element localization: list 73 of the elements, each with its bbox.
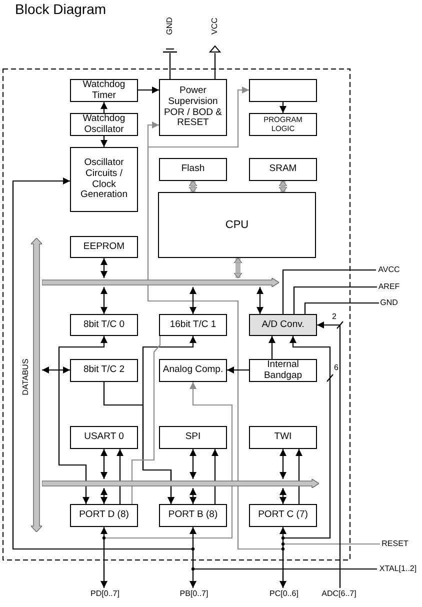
arrow [138,86,159,94]
arrow [190,449,196,479]
connector-line [304,302,379,314]
block-box: Watchdog Timer [70,79,138,102]
bus-label: DATABUS [22,358,30,396]
arrow [268,336,276,359]
block-box: Oscillator Circuits / Clock Generation [70,147,138,212]
arrow [212,449,218,504]
arrow [280,527,286,588]
arrow [282,336,334,588]
diagram-title: Block Diagram [15,1,106,18]
arrow [100,449,108,479]
pin-label: ADC[6..7] [321,588,357,600]
block-box: CPU [158,192,316,258]
block-box: Watchdog Oscillator [70,113,138,136]
arrow [317,321,344,588]
arrow [12,178,377,570]
arrow [190,287,196,314]
arrow [100,136,108,147]
arrow [42,366,70,374]
bus-width-label: 6 [334,364,338,372]
pin-label: GND [166,17,174,35]
pin-label: VCC [211,18,219,34]
block-box: 8bit T/C 0 [70,314,138,336]
pin-label: RESET [380,538,410,550]
block-box: PORT D (8) [70,504,138,527]
pin-label: PD[0..7] [89,588,121,600]
block-box: Flash [159,158,227,181]
block-box: Analog Comp. [159,359,227,382]
block-box: PORT B (8) [159,504,227,527]
block-box: Power Supervision POR / BOD & RESET [159,79,227,136]
arrow [190,488,196,504]
arrow [280,488,286,504]
connector-line [293,286,377,314]
connector-line [131,336,161,504]
arrow [100,258,108,278]
arrow [116,449,124,504]
pin-label: XTAL[1..2] [377,563,419,575]
arrow [100,102,108,113]
arrow [296,449,302,504]
block-box: TWI [249,426,317,449]
pin-label: PC[0..6] [268,588,300,600]
block-box: SRAM [249,158,317,181]
connector-line [214,53,216,79]
arrow [100,287,108,314]
arrow [100,488,108,504]
connector-line [282,269,376,314]
block-box [249,79,317,102]
arrow [190,527,196,588]
arrow [227,366,249,374]
block-box: SPI [159,426,227,449]
arrow [234,258,242,278]
bus-width-label: 2 [332,313,336,321]
arrow [100,527,108,588]
arrow [58,336,108,504]
arrow [280,449,286,479]
arrow [188,180,198,192]
block-box: A/D Conv. [249,314,317,336]
block-box: EEPROM [70,236,138,258]
block-box: USART 0 [70,426,138,449]
arrow [256,287,264,314]
block-box: 8bit T/C 2 [70,359,138,382]
arrow [103,382,174,504]
block-box: 16bit T/C 1 [159,314,227,336]
arrow [278,180,288,192]
pin-label: AREF [377,281,401,293]
arrow [280,102,286,113]
connector-line [169,53,171,79]
pin-label: GND [379,297,399,309]
pin-label: PB[0..7] [178,588,210,600]
block-box: PORT C (7) [249,504,317,527]
pin-label: AVCC [376,264,402,276]
block-box: Internal Bandgap [249,359,317,382]
